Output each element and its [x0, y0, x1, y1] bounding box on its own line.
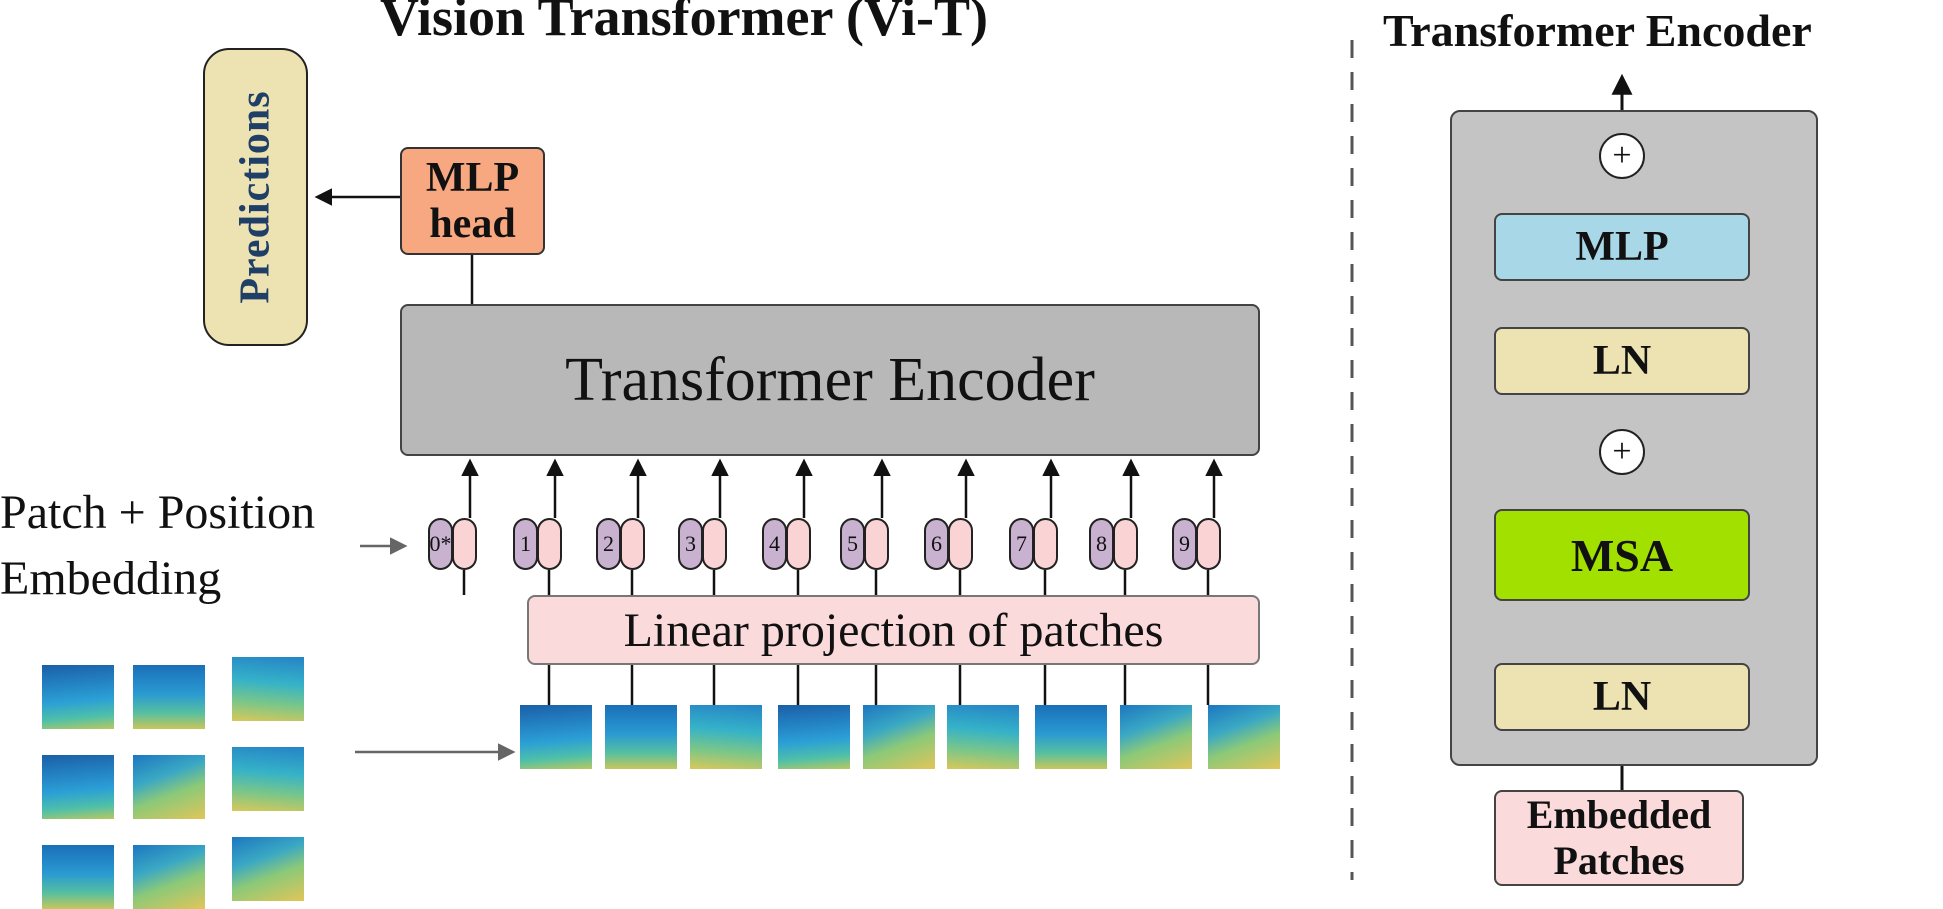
flattened-patch-2 — [605, 705, 677, 769]
position-token-1: 1 — [513, 518, 538, 570]
flattened-patch-7 — [1035, 705, 1107, 769]
diagram-title: Vision Transformer (Vi-T) — [380, 0, 988, 47]
predictions-label: Predictions — [232, 90, 279, 304]
embedding-label-line2: Embedding — [0, 552, 222, 605]
patch-token-4 — [786, 518, 811, 570]
patch-token-8 — [1113, 518, 1138, 570]
transformer-encoder-box: Transformer Encoder — [400, 304, 1260, 456]
position-token-5: 5 — [840, 518, 865, 570]
input-patch-r1-c2 — [133, 665, 205, 729]
position-token-3: 3 — [678, 518, 703, 570]
mlp-head-box: MLP head — [400, 147, 545, 255]
patch-token-7 — [1033, 518, 1058, 570]
input-patch-r2-c3 — [232, 747, 304, 811]
input-patch-r3-c2 — [133, 845, 205, 909]
flattened-patch-6 — [947, 705, 1019, 769]
position-token-6: 6 — [924, 518, 949, 570]
residual-add-top: + — [1599, 133, 1645, 179]
input-patch-r1-c1 — [42, 665, 114, 729]
embedded-patches-box: Embedded Patches — [1494, 790, 1744, 886]
position-token-7: 7 — [1009, 518, 1034, 570]
embedding-label: Patch + Position Embedding — [0, 480, 315, 612]
embedding-label-line1: Patch + Position — [0, 486, 316, 539]
position-token-4: 4 — [762, 518, 787, 570]
flattened-patch-8 — [1120, 705, 1192, 769]
patch-token-0 — [452, 518, 477, 570]
patch-token-1 — [537, 518, 562, 570]
embedded-patches-line2: Patches — [1553, 838, 1685, 883]
side-panel-title: Transformer Encoder — [1383, 5, 1812, 56]
patch-token-2 — [620, 518, 645, 570]
input-patch-r2-c1 — [42, 755, 114, 819]
patch-token-6 — [948, 518, 973, 570]
input-patch-r2-c2 — [133, 755, 205, 819]
position-token-9: 9 — [1172, 518, 1197, 570]
flattened-patch-5 — [863, 705, 935, 769]
layer-norm-bottom: LN — [1494, 663, 1750, 731]
residual-add-bottom: + — [1599, 429, 1645, 475]
flattened-patch-3 — [690, 705, 762, 769]
mlp-head-label-line1: MLP — [425, 155, 520, 201]
input-patch-r1-c3 — [232, 657, 304, 721]
input-patch-r3-c3 — [232, 837, 304, 901]
msa-block: MSA — [1494, 509, 1750, 601]
patch-token-5 — [864, 518, 889, 570]
linear-projection-label: Linear projection of patches — [623, 603, 1164, 657]
flattened-patch-9 — [1208, 705, 1280, 769]
predictions-box: Predictions — [203, 48, 308, 346]
position-token-2: 2 — [596, 518, 621, 570]
mlp-head-label-line2: head — [429, 201, 516, 247]
patch-token-3 — [702, 518, 727, 570]
patch-token-9 — [1196, 518, 1221, 570]
transformer-encoder-label: Transformer Encoder — [565, 345, 1095, 414]
position-token-8: 8 — [1089, 518, 1114, 570]
embedded-patches-line1: Embedded — [1526, 792, 1712, 837]
flattened-patch-4 — [778, 705, 850, 769]
input-patch-r3-c1 — [42, 845, 114, 909]
linear-projection-box: Linear projection of patches — [527, 595, 1260, 665]
mlp-block: MLP — [1494, 213, 1750, 281]
layer-norm-top: LN — [1494, 327, 1750, 395]
position-token-0: 0* — [428, 518, 453, 570]
flattened-patch-1 — [520, 705, 592, 769]
